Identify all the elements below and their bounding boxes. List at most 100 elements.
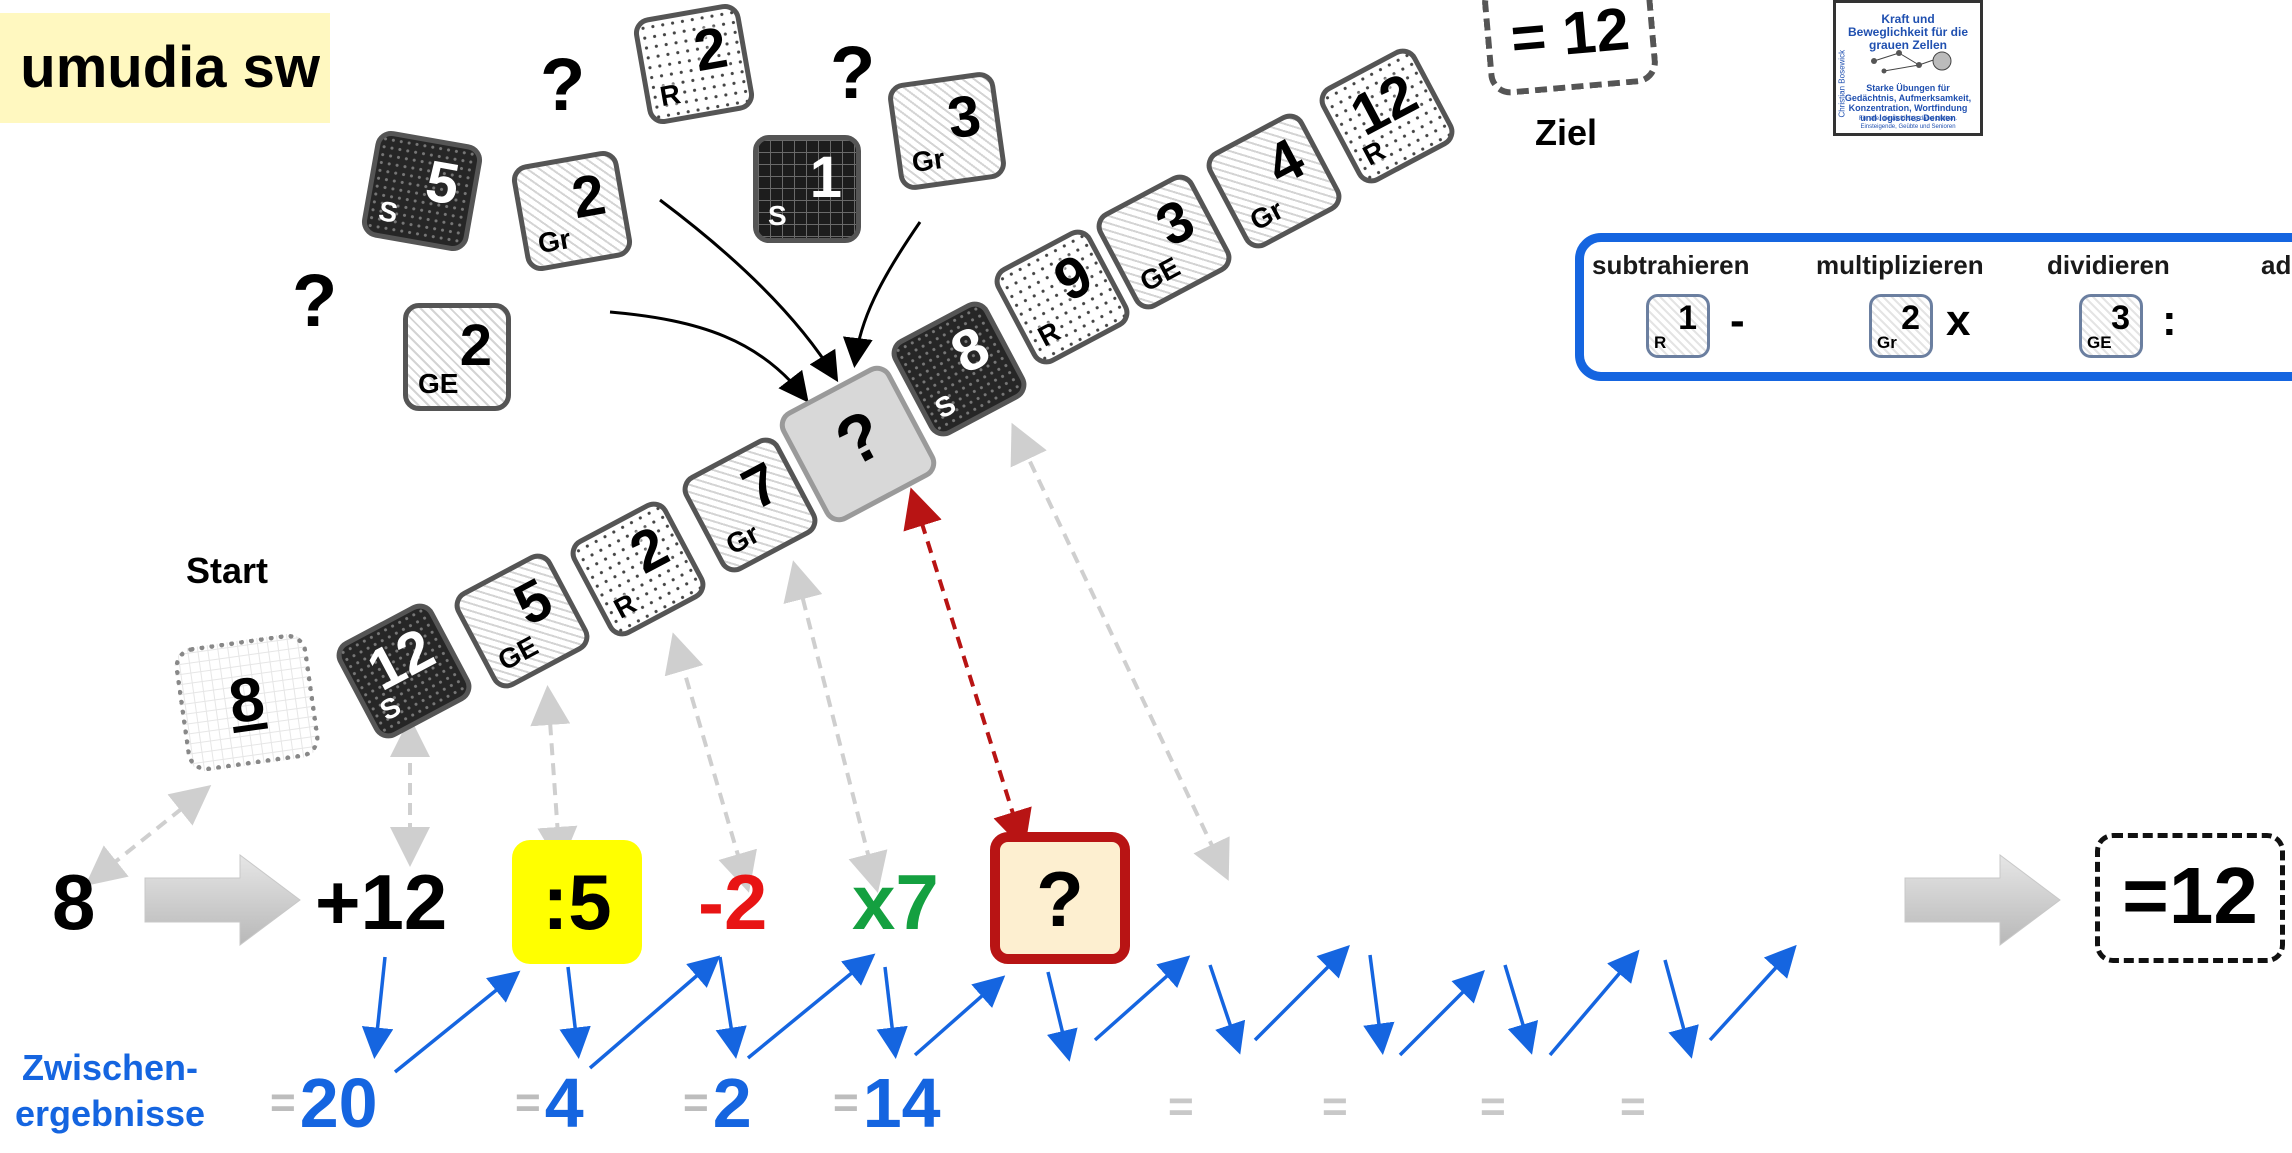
intermediate-label: Zwischen- ergebnisse: [0, 1045, 220, 1137]
die-code: GE: [418, 368, 459, 399]
up-arrow: [1253, 945, 1350, 1042]
candidate-arrow: [609, 310, 809, 403]
op-subtract-die: 1 R: [1646, 294, 1710, 358]
goal-label: Ziel: [1535, 112, 1598, 153]
die-code: S: [376, 195, 401, 229]
intermediate-result-empty: =: [1480, 1082, 1506, 1131]
game-title: umudia sw: [20, 35, 320, 100]
die-value: 2: [459, 313, 492, 378]
op-divide-die: 3 GE: [2079, 294, 2143, 358]
link-question-red: [903, 487, 1032, 851]
up-arrow: [913, 975, 1006, 1057]
down-arrow: [559, 966, 591, 1059]
intermediate-result: =2: [683, 1064, 752, 1142]
die-value: 2: [1901, 299, 1920, 337]
down-arrow: [1363, 954, 1395, 1055]
die-code: S: [768, 200, 787, 231]
die-value: 8: [940, 313, 1000, 387]
intermediate-result-empty: =: [1168, 1082, 1194, 1131]
up-arrow: [1548, 949, 1640, 1057]
book-author: Christian Bosewick: [1837, 49, 1847, 118]
die-code: R: [608, 587, 642, 625]
question-mark: ?: [292, 259, 338, 342]
die-value: 9: [1043, 241, 1103, 315]
die-code: GE: [2087, 333, 2112, 352]
candidate-die[interactable]: 2 Gr: [509, 148, 635, 274]
intermediate-result-empty: =: [1322, 1082, 1348, 1131]
candidate-arrow: [842, 221, 922, 368]
intermediate-result-empty: =: [1620, 1082, 1646, 1131]
op-subtract-label: subtrahieren: [1592, 250, 1750, 280]
link-dashed: [530, 685, 578, 867]
start-value: 8: [224, 663, 269, 738]
die-code: R: [657, 78, 683, 113]
title-banner: umudia sw: [0, 13, 330, 123]
book-title: Kraft und Beweglichkeit für die grauen Z…: [1847, 12, 1969, 52]
link-dashed: [783, 560, 888, 894]
equation-step-highlighted: :5: [512, 840, 642, 964]
start-die: 8: [171, 631, 323, 774]
die-value: 7: [731, 449, 791, 523]
down-arrow: [715, 956, 747, 1059]
die-value: 2: [567, 161, 611, 232]
intermediate-label-line: Zwischen-: [21, 1047, 199, 1088]
goal-arrow: [1904, 854, 2061, 946]
die-value: 3: [1145, 186, 1205, 260]
up-arrow: [1708, 944, 1797, 1042]
die-value: 4: [1255, 125, 1315, 199]
unknown-value: ?: [1036, 855, 1084, 943]
minus-symbol: -: [1730, 296, 1745, 345]
candidate-die[interactable]: 2 R: [631, 1, 757, 127]
goal-die-value: = 12: [1508, 0, 1633, 73]
down-arrow: [1208, 964, 1246, 1055]
times-symbol: x: [1946, 296, 1971, 345]
die-code: Gr: [535, 222, 574, 260]
op-add-label: ad: [2261, 250, 2292, 280]
die-value: 3: [2111, 299, 2130, 337]
die-code: Gr: [1244, 193, 1289, 237]
up-arrow: [393, 970, 521, 1074]
operations-legend: subtrahieren 1 R - multiplizieren 2 Gr x…: [1575, 233, 2292, 381]
down-arrow: [361, 956, 394, 1059]
die-value: 12: [1340, 60, 1428, 149]
book-subtitle: Starke Übungen für Gedächtnis, Aufmerksa…: [1844, 83, 1972, 123]
link-dashed: [664, 632, 757, 893]
die-value: 3: [943, 82, 985, 152]
up-arrow: [1093, 955, 1191, 1042]
die-value: 2: [619, 513, 679, 587]
candidate-die[interactable]: 1 S: [753, 135, 861, 243]
die-value: 5: [503, 565, 563, 639]
die-value: 1: [1678, 299, 1697, 337]
die-code: Gr: [720, 517, 765, 561]
brain-network-icon: [1871, 50, 1952, 74]
op-divide-label: dividieren: [2047, 250, 2170, 280]
candidate-die[interactable]: 5 S: [359, 128, 485, 254]
equation-unknown-box[interactable]: ?: [990, 832, 1130, 964]
down-arrow: [876, 966, 908, 1059]
intermediate-result: =4: [515, 1064, 584, 1142]
die-value: ?: [823, 395, 897, 482]
intermediate-result: =20: [270, 1064, 378, 1142]
equation-start: 8: [52, 858, 96, 946]
candidate-die[interactable]: 3 Gr: [886, 70, 1008, 192]
equation-step: x7: [852, 858, 939, 946]
equation-step: -2: [698, 858, 768, 946]
question-mark: ?: [540, 43, 586, 126]
down-arrow: [1046, 971, 1078, 1062]
link-dashed: [1010, 422, 1230, 881]
up-arrow: [746, 953, 876, 1060]
candidate-arrow: [659, 198, 839, 383]
goal-value: =12: [2122, 851, 2258, 940]
candidate-die[interactable]: 2 GE: [403, 303, 511, 411]
die-value: 1: [809, 145, 842, 210]
intermediate-label-line: ergebnisse: [14, 1093, 206, 1134]
start-label: Start: [186, 550, 269, 591]
equation-goal: =12: [2095, 833, 2285, 963]
die-value: 2: [689, 14, 733, 85]
intermediate-result: =14: [833, 1064, 941, 1142]
goal-die: = 12: [1480, 0, 1660, 98]
down-arrow: [1663, 959, 1699, 1059]
question-mark: ?: [830, 31, 876, 114]
